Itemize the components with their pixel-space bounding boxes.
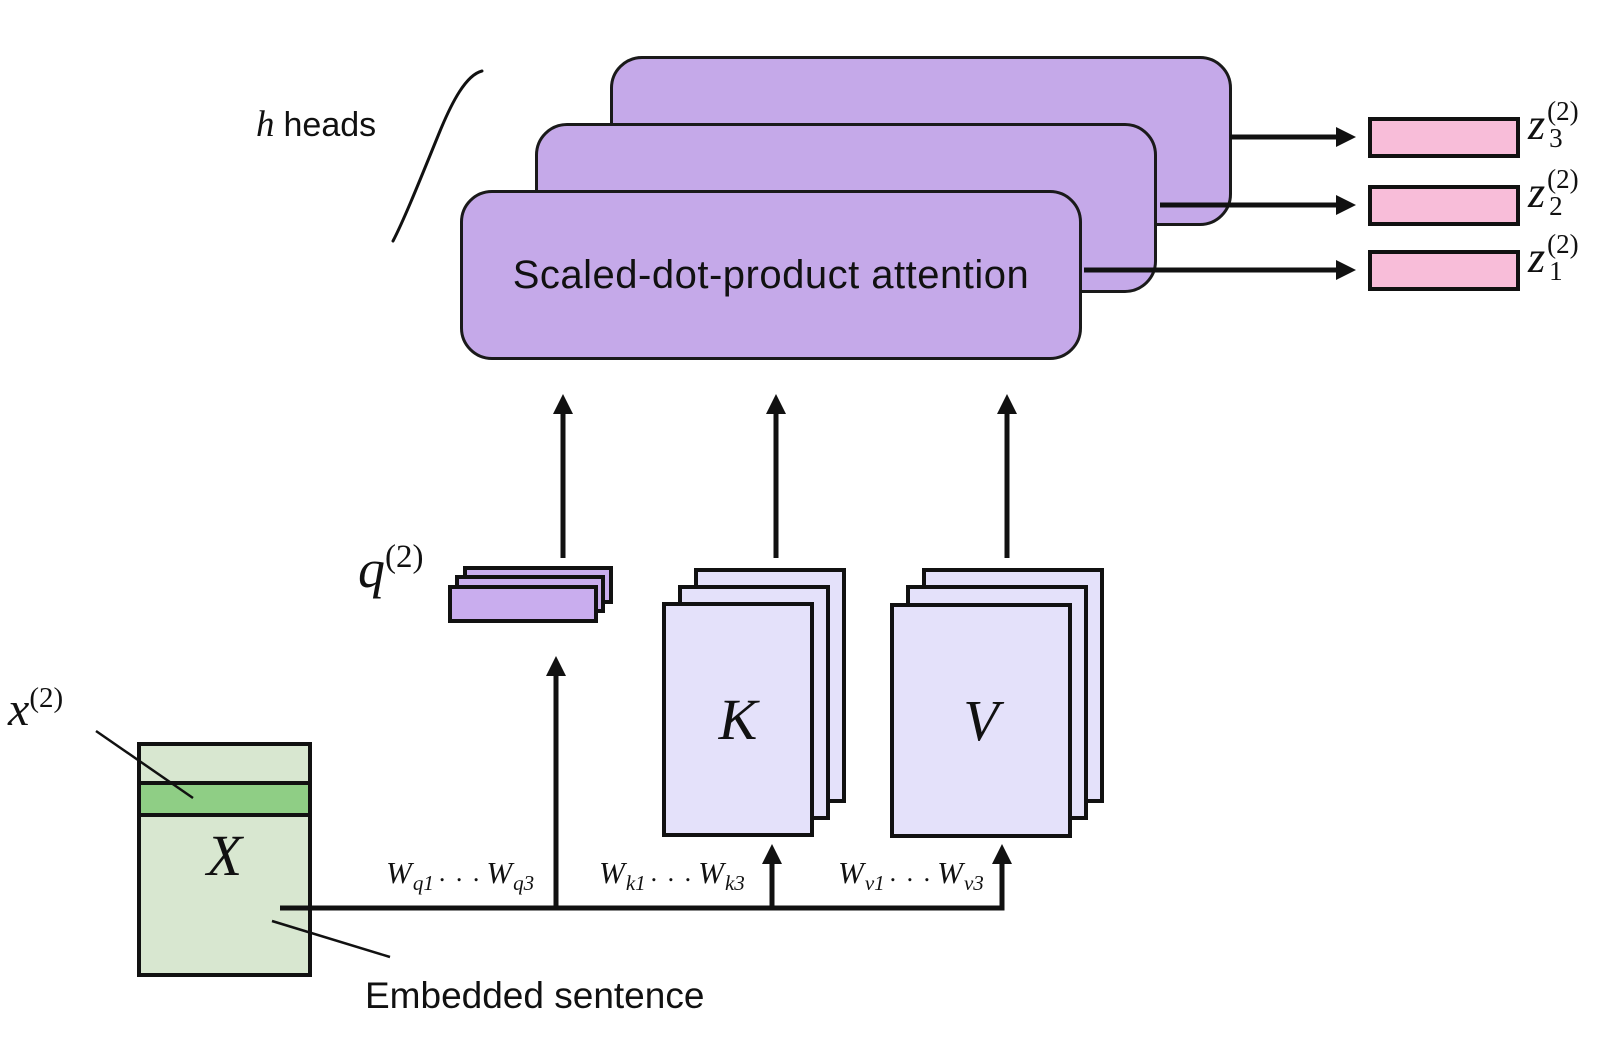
selected-row-label: x(2) (8, 682, 64, 736)
key-matrix-front: K (662, 602, 814, 837)
attention-box-front: Scaled-dot-product attention (460, 190, 1082, 360)
value-label: V (963, 688, 999, 753)
value-matrix-front: V (890, 603, 1072, 838)
embedded-sentence-caption: Embedded sentence (365, 975, 705, 1016)
output-label-z1: z (2) 1 (1528, 229, 1579, 286)
attention-box-label: Scaled-dot-product attention (512, 252, 1030, 297)
input-matrix: X (137, 742, 312, 977)
heads-var: h (256, 104, 275, 145)
query-label: q(2) (358, 539, 424, 599)
output-label-z2: z (2) 2 (1528, 164, 1579, 221)
selected-row (141, 781, 308, 817)
output-label-z3: z (2) 3 (1528, 96, 1579, 153)
output-vector-z1 (1368, 250, 1520, 291)
query-bar-front (448, 585, 598, 623)
heads-label: h heads (256, 103, 376, 146)
key-label: K (718, 687, 758, 752)
output-vector-z3 (1368, 117, 1520, 158)
heads-text: heads (283, 106, 377, 144)
input-matrix-label: X (206, 823, 243, 888)
output-vector-z2 (1368, 185, 1520, 226)
